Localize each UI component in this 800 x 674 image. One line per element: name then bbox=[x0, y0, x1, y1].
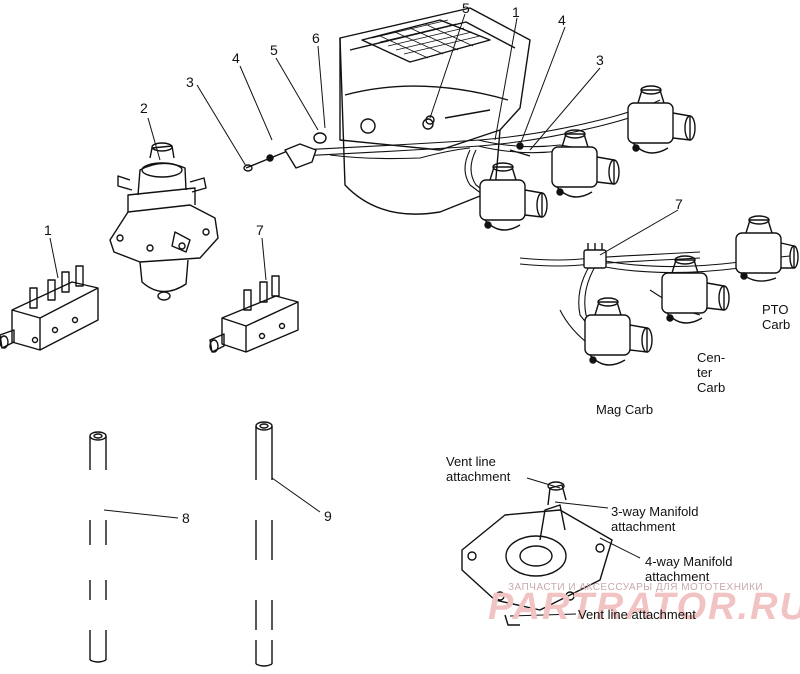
hose-fittings bbox=[243, 118, 531, 172]
center-carburetor bbox=[661, 255, 730, 324]
fuel-pump bbox=[109, 142, 219, 301]
callout-1-top: 1 bbox=[512, 4, 520, 20]
callout-4-left: 4 bbox=[232, 50, 240, 66]
carburetor-top-left bbox=[479, 162, 548, 231]
callout-5-top: 5 bbox=[462, 0, 470, 16]
vent-line-attachment-bottom-label: Vent line attachment bbox=[578, 607, 696, 622]
three-way-manifold bbox=[209, 275, 299, 353]
four-way-manifold-label: 4-way Manifold attachment bbox=[645, 554, 733, 584]
pto-carb-label: PTO Carb bbox=[762, 302, 791, 332]
manifold-lower bbox=[583, 243, 607, 269]
callout-8: 8 bbox=[182, 510, 190, 526]
callout-3-left: 3 bbox=[186, 74, 194, 90]
callout-3-top: 3 bbox=[596, 52, 604, 68]
fuel-hose-9 bbox=[255, 421, 273, 667]
callout-4-top: 4 bbox=[558, 12, 566, 28]
four-way-manifold bbox=[0, 265, 99, 351]
callout-5-left: 5 bbox=[270, 42, 278, 58]
watermark-tagline: ЗАПЧАСТИ И АКСЕССУАРЫ ДЛЯ МОТОТЕХНИКИ bbox=[508, 582, 764, 593]
center-carb-label: Cen- ter Carb bbox=[697, 350, 726, 395]
leader-lines bbox=[49, 13, 679, 617]
callout-7-left: 7 bbox=[256, 222, 264, 238]
three-way-manifold-label: 3-way Manifold attachment bbox=[611, 504, 699, 534]
pump-detail-view bbox=[461, 481, 613, 626]
air-box bbox=[339, 7, 531, 215]
carburetor-top-middle bbox=[551, 129, 620, 198]
vent-line-attachment-top-label: Vent line attachment bbox=[446, 454, 511, 484]
fuel-hose-8 bbox=[89, 431, 107, 663]
callout-7-right: 7 bbox=[675, 196, 683, 212]
pto-carburetor bbox=[735, 215, 799, 282]
mag-carb-label: Mag Carb bbox=[596, 402, 654, 417]
callout-1-left: 1 bbox=[44, 222, 52, 238]
callout-9: 9 bbox=[324, 508, 332, 524]
callout-2: 2 bbox=[140, 100, 148, 116]
carburetor-top-right bbox=[627, 85, 696, 154]
watermark-logo: PARTRATOR.RU bbox=[488, 586, 800, 628]
callout-6: 6 bbox=[312, 30, 320, 46]
mag-carburetor bbox=[584, 297, 653, 366]
